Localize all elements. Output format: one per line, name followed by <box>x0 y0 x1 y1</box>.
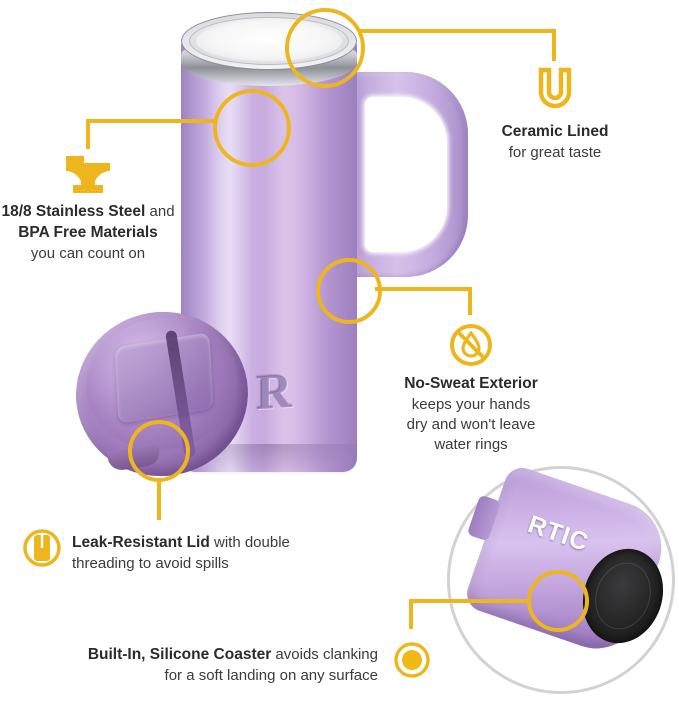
feature-steel-title-line1: 18/8 Stainless Steel and <box>0 202 194 223</box>
feature-steel-title-rest: and <box>145 203 175 220</box>
lid-slider-closure <box>114 332 214 424</box>
connector-ceramic-vertical <box>552 29 556 61</box>
u-magnet-icon <box>455 66 655 122</box>
feature-ceramic-lined: Ceramic Lined for great taste <box>455 66 655 163</box>
no-water-drop-icon <box>385 322 557 374</box>
feature-steel-title-line2: BPA Free Materials <box>18 223 158 241</box>
feature-lid-title-rest: with double <box>209 534 290 551</box>
feature-ceramic-subtitle: for great taste <box>508 143 602 161</box>
feature-steel-title-bold: 18/8 Stainless Steel <box>1 203 146 220</box>
feature-ceramic-title: Ceramic Lined <box>501 123 609 140</box>
feature-coaster-title-rest: avoids clanking <box>271 646 378 663</box>
feature-nosweat-title: No-Sweat Exterior <box>404 375 538 392</box>
feature-stainless-steel: 18/8 Stainless Steel and BPA Free Materi… <box>0 152 194 264</box>
feature-lid-subtitle: threading to avoid spills <box>72 554 229 572</box>
embossed-r-logo: R <box>255 361 293 421</box>
feature-coaster-subtitle: for a soft landing on any surface <box>164 666 378 684</box>
feature-silicone-coaster: Built-In, Silicone Coaster avoids clanki… <box>40 645 378 686</box>
callout-ring-nosweat <box>316 258 382 324</box>
feature-coaster-title-bold: Built-In, Silicone Coaster <box>87 646 272 663</box>
connector-lid-vertical <box>157 478 161 520</box>
feature-leak-resistant-lid: Leak-Resistant Lid with double threading… <box>72 533 372 574</box>
feature-lid-title-bold: Leak-Resistant Lid <box>72 534 210 551</box>
connector-ceramic-horizontal <box>358 29 556 33</box>
connector-nosweat-horizontal <box>375 287 472 291</box>
feature-lid-title: Leak-Resistant Lid with double <box>72 533 372 554</box>
connector-steel-horizontal <box>86 119 217 123</box>
callout-ring-ceramic <box>285 8 365 88</box>
ring-donut-icon <box>393 641 431 684</box>
callout-ring-coaster <box>527 570 589 632</box>
feature-coaster-title: Built-In, Silicone Coaster avoids clanki… <box>40 645 378 666</box>
tumbler-handle-opening <box>365 97 447 252</box>
feature-no-sweat: No-Sweat Exterior keeps your hands dry a… <box>385 322 557 456</box>
feature-nosweat-subtitle-3: water rings <box>434 436 508 454</box>
feature-steel-subtitle: you can count on <box>30 244 146 262</box>
connector-steel-vertical <box>86 119 90 149</box>
anvil-icon <box>0 152 194 202</box>
feature-nosweat-subtitle-2: dry and won't leave <box>406 416 536 434</box>
connector-coaster-horizontal <box>409 599 531 603</box>
lid-circle-icon <box>22 528 62 573</box>
connector-nosweat-vertical <box>468 287 472 315</box>
connector-coaster-vertical <box>409 599 413 629</box>
callout-ring-lid <box>128 420 190 482</box>
feature-nosweat-subtitle-1: keeps your hands <box>411 395 531 413</box>
callout-ring-steel <box>213 89 291 167</box>
